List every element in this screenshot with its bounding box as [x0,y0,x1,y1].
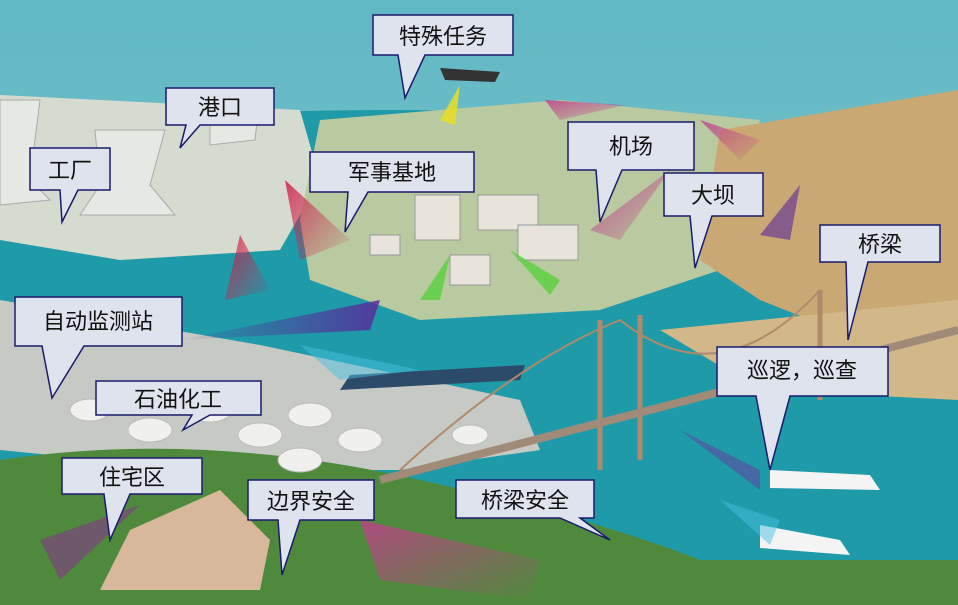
callout-label: 机场 [609,135,653,160]
mansion [100,490,270,590]
callout-special-task: 特殊任务 [372,14,514,101]
callout-dam: 大坝 [663,172,764,269]
callout-military-base: 军事基地 [309,151,475,233]
callout-border-security: 边界安全 [247,479,375,576]
helicopter [440,68,500,82]
callout-port: 港口 [165,87,275,149]
callout-label: 自动监测站 [43,310,153,335]
callout-bridge: 桥梁 [819,224,941,341]
buildings [369,194,579,286]
callout-petrochemical: 石油化工 [95,380,262,433]
callout-airport: 机场 [567,121,695,223]
callout-label: 港口 [198,96,242,121]
callout-label: 边界安全 [267,490,355,515]
sensor-beams [40,85,800,600]
yacht [760,525,850,555]
callout-label: 石油化工 [134,388,222,413]
canyon-cliffs [700,90,958,340]
callout-label: 住宅区 [99,466,165,491]
callout-label: 巡逻，巡查 [747,359,857,384]
callout-patrol: 巡逻，巡查 [716,346,889,471]
tanker-ship [340,365,525,390]
callout-bridge-security: 桥梁安全 [455,479,611,541]
callout-label: 桥梁 [858,233,902,258]
callout-label: 大坝 [691,184,735,209]
callout-factory: 工厂 [29,147,111,225]
callout-label: 特殊任务 [399,25,487,50]
yacht [770,470,880,490]
callout-label: 军事基地 [348,161,436,186]
callout-residential: 住宅区 [61,457,203,543]
callout-auto-monitor-station: 自动监测站 [14,296,183,401]
callout-label: 工厂 [48,159,92,184]
callout-label: 桥梁安全 [481,489,569,514]
